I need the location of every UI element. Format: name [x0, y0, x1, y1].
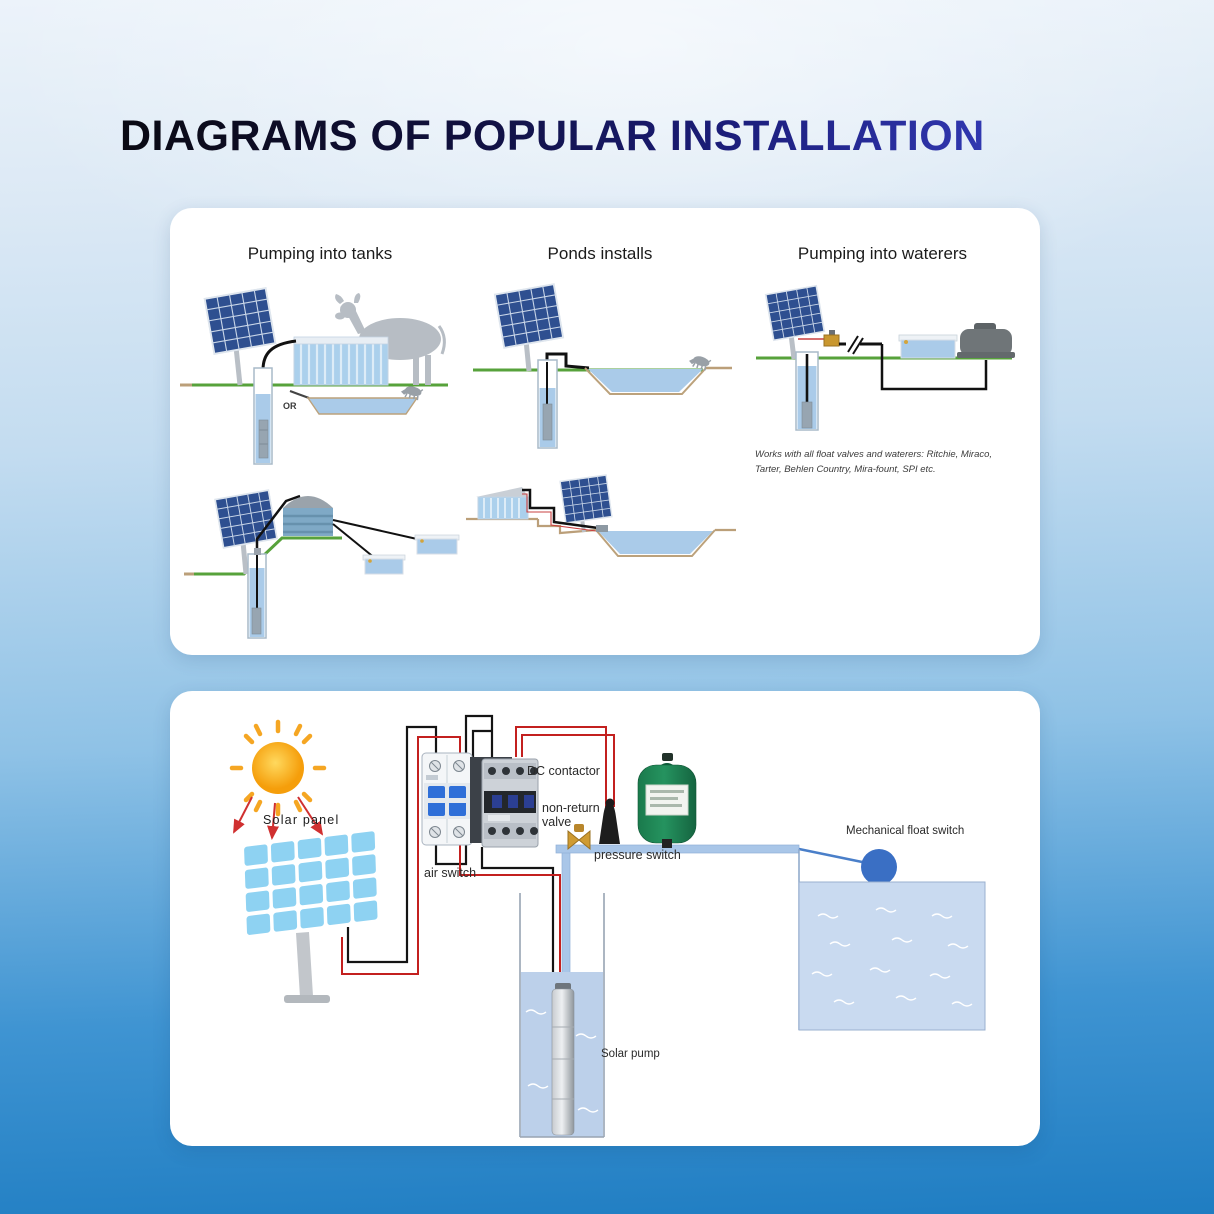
pump-cable [261, 339, 297, 371]
well [795, 351, 819, 431]
installation-diagrams-artwork [180, 283, 1015, 639]
brass-fitting [823, 334, 840, 347]
heading-pumping-into-tanks: Pumping into tanks [247, 244, 393, 263]
solar-panel-icon [214, 489, 278, 549]
solar-panel-label: Solar panel [263, 813, 340, 827]
diagram-tank-to-pond [466, 474, 736, 557]
well [253, 367, 273, 465]
valve-stem [829, 330, 835, 336]
gravity-pipe [332, 519, 418, 540]
mechanical-float-switch-label: Mechanical float switch [846, 825, 965, 837]
black-wire [480, 847, 555, 1065]
pond [595, 525, 716, 557]
red-wire [521, 734, 615, 807]
popular-installations-card: Pumping into tanks Ponds installs Pumpin… [170, 208, 1040, 655]
red-wire [515, 726, 607, 807]
black-wire [471, 729, 492, 757]
pressure-tank [637, 753, 697, 848]
panel-pole [233, 346, 243, 386]
page-title: DIAGRAMS OF POPULAR INSTALLATION [120, 112, 1100, 161]
diagram-hill-tank [184, 489, 460, 639]
non-return-valve-label: non-return valve [542, 801, 600, 829]
non-return-valve [567, 824, 591, 851]
trough [362, 554, 406, 575]
drinking-trough [289, 383, 424, 415]
solar-panel-icon [559, 474, 613, 524]
wiring-diagram-card: Solar panel air switch DC contactor non-… [170, 691, 1040, 1146]
diagram-ponds-installs [473, 283, 732, 449]
solar-panel-icon [764, 284, 826, 342]
pump-pipe [545, 352, 590, 370]
water-tank [798, 881, 986, 1031]
float-ball [861, 849, 897, 885]
pond [584, 367, 707, 395]
hilltop-tank [283, 496, 333, 536]
waterer-tank [957, 323, 1015, 358]
or-label: OR [283, 401, 297, 411]
red-wire [459, 845, 561, 988]
waterers-compatibility-note: Works with all float valves and waterers… [755, 449, 993, 475]
pressure-switch-device [599, 798, 620, 844]
feed-pipe [522, 488, 599, 530]
heading-pumping-into-waterers: Pumping into waterers [797, 244, 968, 263]
pump-pipe [255, 494, 301, 554]
air-switch-label: air switch [424, 866, 477, 880]
solar-pump-label: Solar pump [601, 1048, 660, 1060]
solar-panel-icon [493, 283, 565, 349]
dc-contactor-device [470, 757, 539, 848]
diagram-pumping-into-waterers [756, 284, 1015, 431]
dc-contactor-label: DC contactor [527, 764, 600, 778]
submersible-pump [258, 419, 269, 459]
riser-pipe [561, 850, 571, 992]
float-arm [798, 847, 868, 865]
water-trough [898, 334, 958, 359]
supply-pipe [839, 335, 988, 391]
trough [414, 534, 460, 555]
sunlight-arrows [233, 796, 324, 840]
sun-icon [229, 719, 327, 817]
diagram-pumping-into-tanks [180, 287, 448, 465]
solar-panel-icon [203, 287, 277, 355]
air-switch-device [421, 752, 473, 846]
heading-ponds-installs: Ponds installs [547, 244, 653, 263]
water-storage-tank [293, 336, 389, 386]
storage-tank [476, 487, 529, 520]
red-wire [522, 493, 597, 532]
black-wire [346, 725, 438, 964]
pressure-switch-label: pressure switch [594, 848, 681, 862]
solar-panel [244, 831, 378, 1003]
wiring-diagram-artwork [229, 714, 986, 1138]
well [537, 359, 558, 449]
well [247, 548, 267, 639]
gravity-pipe [332, 523, 377, 560]
red-wire [341, 736, 461, 975]
solar-pump-device [551, 983, 575, 1136]
